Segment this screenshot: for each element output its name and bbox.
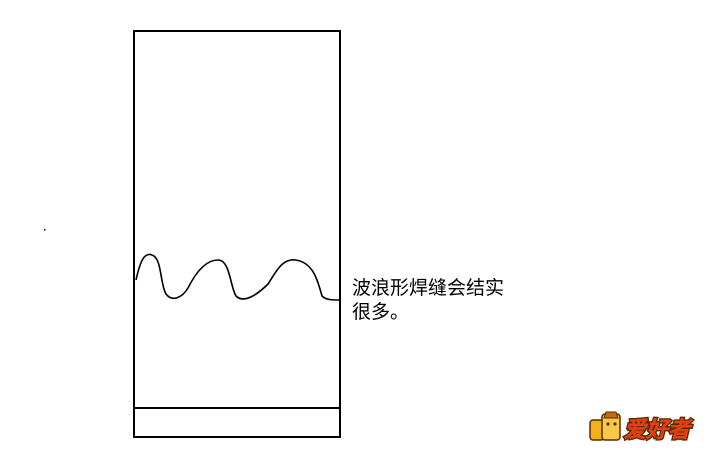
site-watermark-logo: 爱好者 爱好者 bbox=[589, 411, 695, 445]
weld-annotation: 波浪形焊缝会结实 很多。 bbox=[352, 276, 562, 324]
logo-mascot-icon bbox=[589, 411, 621, 441]
annotation-line-1: 波浪形焊缝会结实 bbox=[352, 277, 505, 299]
stray-dot bbox=[44, 229, 46, 231]
logo-text: 爱好者 bbox=[624, 418, 693, 443]
logo-text-fill: 爱好者 bbox=[624, 418, 693, 443]
outer-frame bbox=[133, 30, 341, 438]
annotation-line-2: 很多。 bbox=[352, 301, 410, 323]
wavy-weld-line bbox=[135, 253, 341, 301]
